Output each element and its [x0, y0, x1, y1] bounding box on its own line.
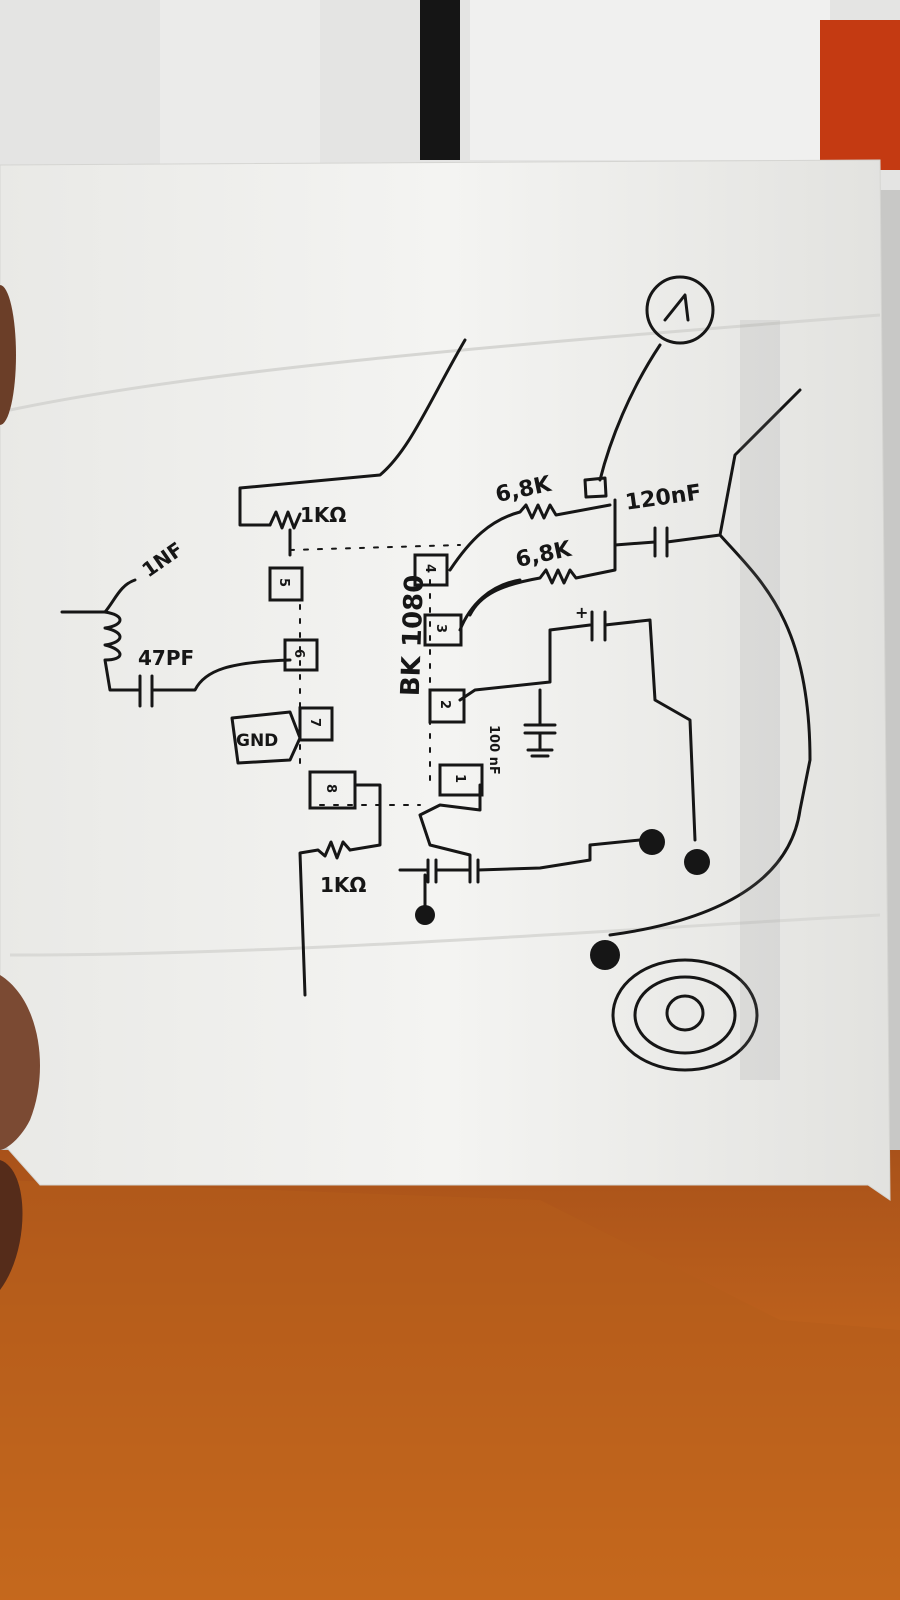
- pin-label-6: 6: [291, 649, 306, 658]
- wall-grid-panel: [470, 0, 830, 160]
- res-1k-top-label: 1KΩ: [300, 503, 346, 527]
- pin-label-2: 2: [437, 700, 452, 709]
- paper-fold-top: [9, 313, 881, 412]
- pin-box-7: [298, 706, 334, 742]
- solder-dot-2: [684, 849, 710, 875]
- pin-label-1: 1: [452, 774, 467, 783]
- antenna-wire: [238, 338, 467, 527]
- speaker-outer: [611, 958, 759, 1072]
- resistor-1k-bottom-symbol: [298, 840, 352, 997]
- left-thumb-bottom: [0, 975, 40, 1150]
- cap-1nf-lead: [103, 578, 137, 614]
- pin-box-6: [283, 638, 319, 672]
- pin-label-4: 4: [422, 564, 437, 573]
- pin-box-1: [438, 763, 484, 797]
- pin-8-wire: [348, 783, 382, 852]
- cap-47pf-wire: [150, 658, 292, 692]
- pin-box-2: [428, 688, 466, 724]
- res-1k-bottom-label: 1KΩ: [320, 873, 366, 897]
- paper-fold-bottom: [9, 913, 881, 957]
- schematic-ink: [60, 275, 812, 1072]
- cap-47pf-label: 47PF: [138, 646, 194, 670]
- orange-object: [820, 20, 900, 170]
- inductor-coil: [60, 610, 142, 692]
- solder-dots: [415, 829, 710, 970]
- resistor-1k-top-symbol: [268, 510, 302, 530]
- paper-show-through: [740, 320, 780, 1080]
- left-thumb-top: [0, 285, 16, 425]
- solder-dot-1: [639, 829, 665, 855]
- solder-dot-3: [590, 940, 620, 970]
- connector-box: [583, 476, 608, 499]
- chip-outline-dotted: [289, 544, 461, 806]
- antenna-circle: [645, 275, 715, 345]
- pin-box-8b: [308, 770, 357, 810]
- speaker-inner: [665, 994, 705, 1032]
- resistor-6-8k-b-symbol: [468, 498, 617, 617]
- solder-dot-4: [415, 905, 435, 925]
- pin-label-7: 7: [307, 718, 322, 727]
- pin-1-wire: [418, 783, 482, 872]
- pin-numbers: 5 6 7 8 4 3 2 1: [276, 564, 467, 793]
- wall-calendar: [160, 0, 320, 170]
- gnd-box: [230, 710, 302, 765]
- table-shadow: [0, 1180, 900, 1600]
- antenna-mark: [663, 293, 690, 322]
- pin-box-4: [413, 553, 449, 587]
- cap-100nf-symbol: [523, 688, 557, 758]
- left-hand-shadow: [0, 1160, 23, 1290]
- pin-label-3: 3: [433, 624, 448, 633]
- pin-label-5: 5: [276, 578, 291, 587]
- cap-right-wire: [603, 618, 697, 842]
- cap-100nf-label: 100 nF: [486, 725, 501, 775]
- pin-2-wire: [458, 623, 592, 702]
- pin-label-8: 8: [323, 784, 338, 793]
- gnd-label: GND: [236, 731, 278, 751]
- chip-label: BK 1080: [396, 574, 430, 696]
- paper-sheet: [0, 159, 891, 1201]
- show-through-strip: [740, 320, 780, 1080]
- antenna-lead: [598, 343, 662, 482]
- pin-box-3: [423, 613, 463, 647]
- lamp-stand: [420, 0, 460, 160]
- pin-boxes: [268, 553, 484, 810]
- battery-marker: +: [575, 603, 588, 622]
- cap-120nf-wire: [613, 388, 802, 547]
- speaker-middle: [633, 975, 737, 1055]
- output-wire: [608, 533, 812, 937]
- pin-box-8: [268, 566, 304, 602]
- resistor-6-8k-a-symbol: [448, 503, 612, 572]
